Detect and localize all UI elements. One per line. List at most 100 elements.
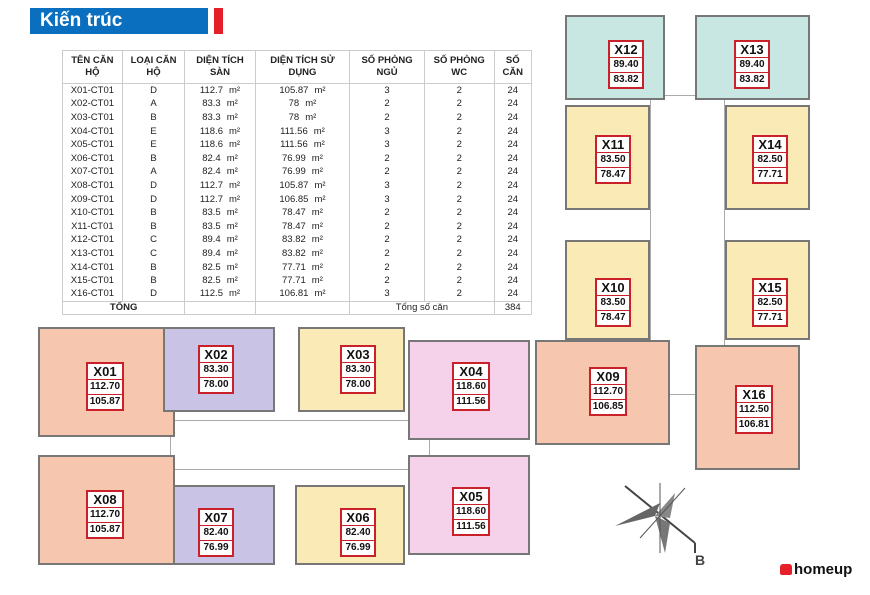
table-cell: 2 — [349, 273, 425, 288]
table-cell: 24 — [493, 137, 532, 152]
unit-label: m² — [228, 179, 241, 191]
cell-value: 24 — [507, 193, 519, 205]
apartment-code: X08 — [88, 492, 122, 508]
cell-value: 82.4 — [202, 152, 221, 164]
unit-label: m² — [226, 166, 238, 178]
table-cell: 2 — [349, 165, 425, 179]
cell-value: X16-CT01 — [70, 288, 115, 300]
cell-value: 24 — [507, 152, 519, 164]
table-cell: 2 — [423, 151, 495, 166]
cell-value: 83.3 — [202, 111, 221, 123]
cell-value: 3 — [384, 179, 390, 191]
total-count: 384 — [493, 300, 532, 316]
table-cell: D — [121, 192, 186, 206]
table-cell: X04-CT01 — [62, 124, 123, 138]
cell-value: 2 — [456, 220, 462, 232]
cell-value: B — [150, 207, 157, 219]
cell-value: 2 — [384, 261, 390, 273]
cell-value: 24 — [507, 179, 519, 191]
apartment-usable-area: 83.82 — [736, 72, 768, 87]
cell-value: 24 — [507, 234, 519, 246]
homeup-logo: homeup — [780, 561, 852, 578]
cell-value: 24 — [507, 220, 519, 232]
table-cell: B — [121, 219, 186, 234]
table-cell: 2 — [423, 178, 495, 193]
table-cell: 2 — [349, 205, 425, 220]
cell-value: 112.7 — [199, 179, 223, 191]
column-header: SỐ PHÒNG WC — [423, 50, 495, 84]
table-cell: 2 — [423, 110, 495, 125]
apartment-code: X07 — [200, 510, 232, 526]
table-cell: X06-CT01 — [62, 151, 123, 166]
cell-value: B — [150, 220, 157, 232]
unit-label: m² — [228, 139, 241, 151]
cell-value: 2 — [384, 234, 390, 246]
cell-value: 83.5 — [202, 220, 221, 232]
table-cell: X09-CT01 — [62, 192, 123, 206]
apartment-area: 112.70 — [89, 381, 121, 392]
table-cell: B — [121, 205, 186, 220]
cell-value: 2 — [456, 179, 462, 191]
table-cell — [184, 300, 256, 316]
table-cell: 24 — [493, 97, 532, 111]
table-cell: 24 — [493, 165, 532, 179]
cell-value: 2 — [456, 275, 462, 287]
cell-value: 2 — [384, 275, 390, 287]
apartment-area: 82.50 — [757, 154, 783, 165]
unit-label: m² — [311, 275, 323, 287]
central-corridor — [170, 420, 430, 470]
cell-value: 2 — [456, 247, 462, 259]
cell-value: 2 — [456, 288, 462, 300]
table-cell: 24 — [493, 287, 532, 301]
cell-value: 2 — [456, 193, 462, 205]
table-cell: B — [121, 260, 186, 274]
table-cell: 24 — [493, 192, 532, 206]
column-header: SỐ CĂN — [493, 50, 532, 84]
unit-label: m² — [313, 125, 325, 137]
apartment-area: 82.50 — [757, 297, 783, 308]
table-cell: 3 — [349, 124, 425, 138]
total-count-label: Tổng số căn — [349, 300, 495, 316]
section-title-text: Kiến trúc — [40, 10, 123, 31]
cell-value: X01-CT01 — [70, 85, 115, 97]
compass-label: B — [695, 552, 705, 568]
cell-value: 2 — [456, 139, 462, 151]
table-cell: D — [121, 83, 186, 98]
cell-value: D — [150, 193, 157, 205]
cell-value: 82.4 — [202, 166, 221, 178]
unit-label: m² — [305, 98, 317, 110]
table-cell: 2 — [349, 246, 425, 261]
cell-value: 2 — [384, 207, 390, 219]
cell-value: A — [150, 166, 157, 178]
apartment-area: 82.40 — [345, 527, 371, 538]
apartment-area: 83.50 — [600, 297, 626, 308]
cell-value: 89.4 — [202, 234, 221, 246]
cell-value: 24 — [507, 288, 519, 300]
cell-value: C — [150, 234, 157, 246]
cell-value: 78.47 — [282, 207, 306, 219]
